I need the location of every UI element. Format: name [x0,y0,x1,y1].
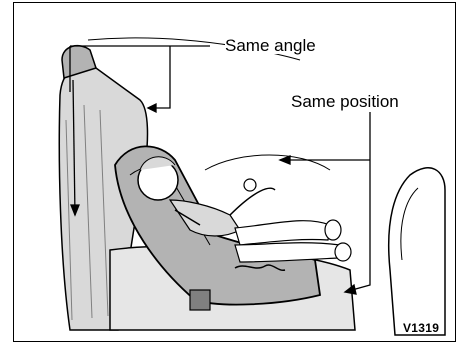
same-position-label: Same position [291,93,399,110]
front-seat-outline [389,168,445,335]
same-angle-label: Same angle [225,37,316,54]
figure-code: V1319 [403,322,439,334]
dashboard-line [205,155,330,170]
